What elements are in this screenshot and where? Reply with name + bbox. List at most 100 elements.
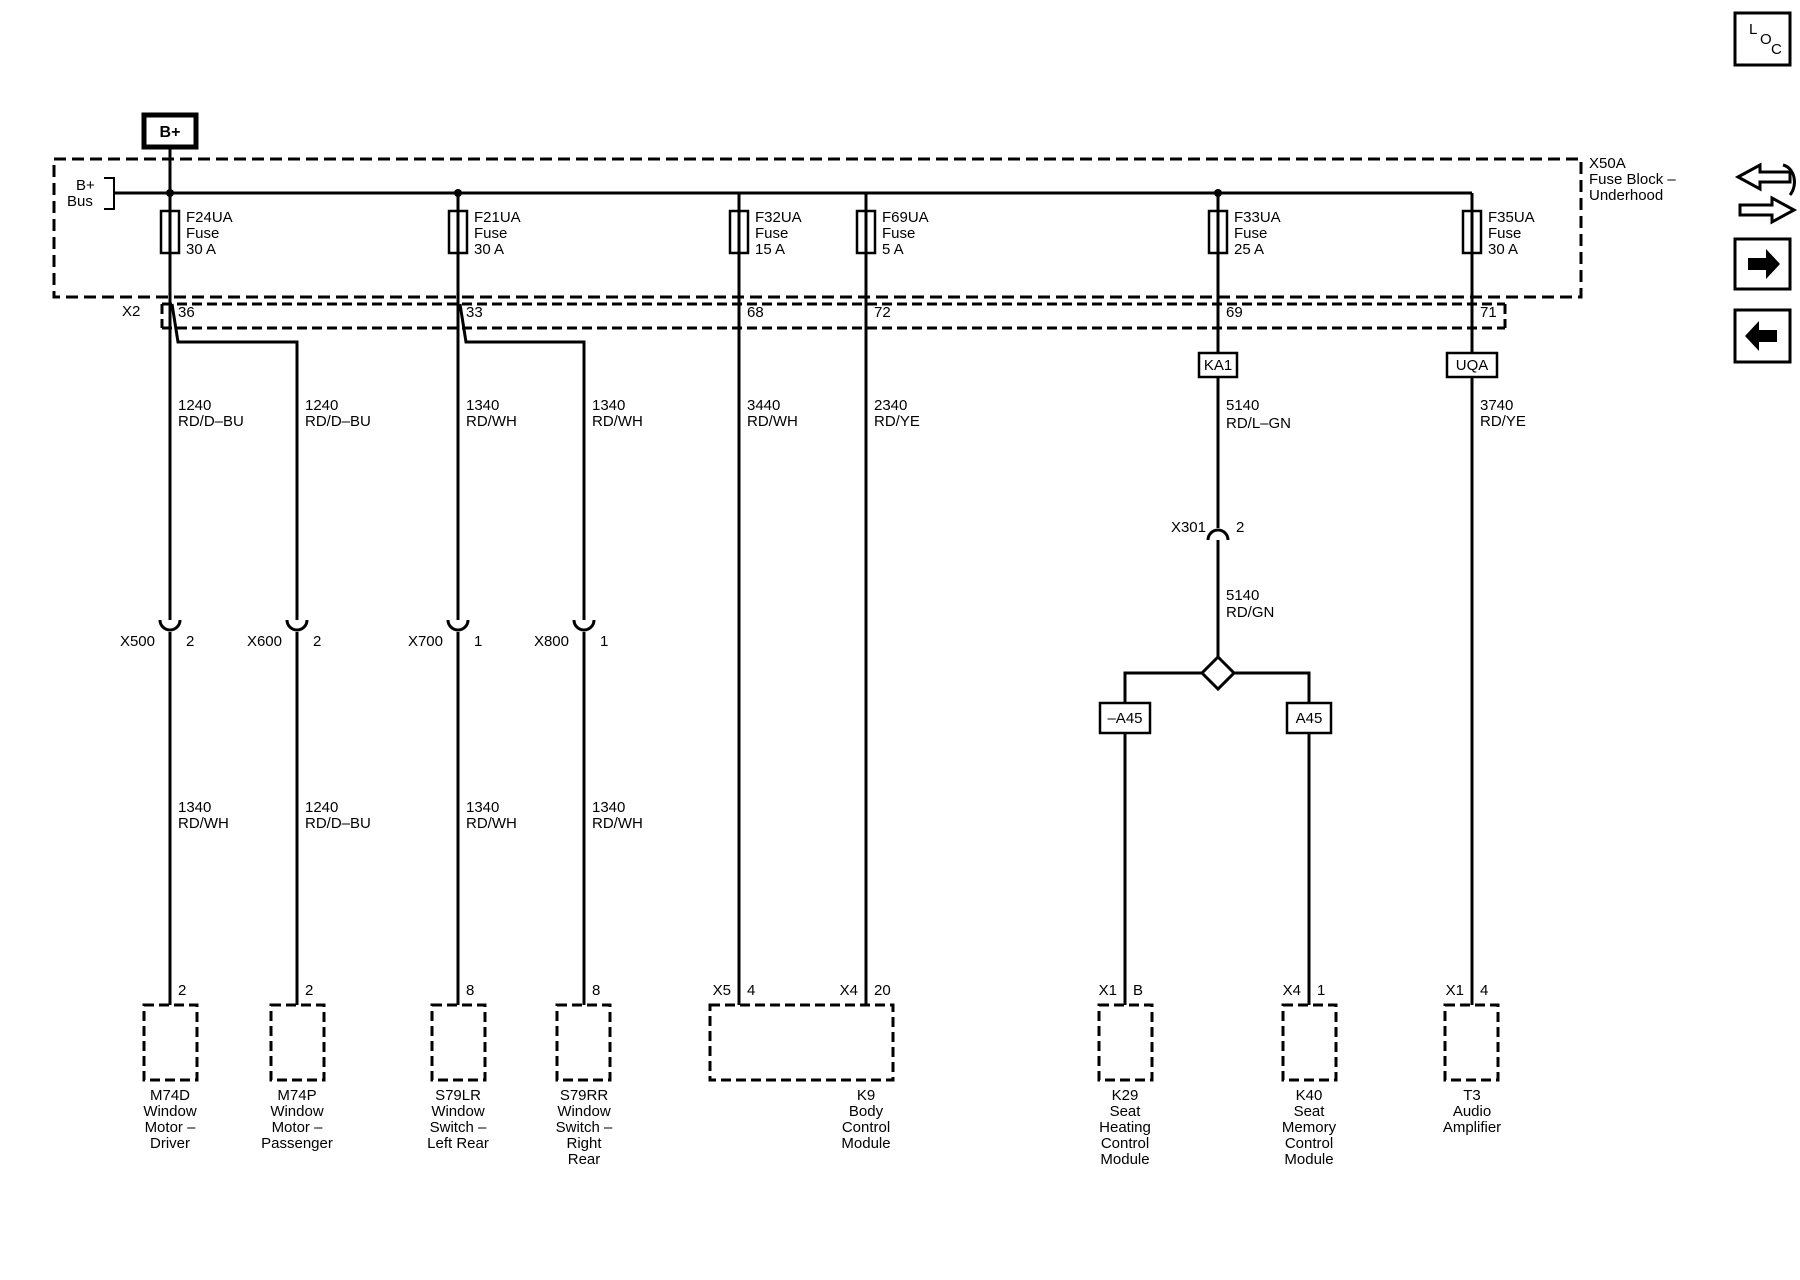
component-label-line: Window [270,1103,324,1120]
option-ka1: KA1 [1197,351,1239,379]
option-uqa: UQA [1445,351,1499,379]
wire-label-color: RD/WH [466,413,517,430]
x2-pin: 33 [466,304,483,321]
component-label-line: M74D [150,1087,190,1104]
component-label-line: Amplifier [1443,1119,1501,1136]
fuse-type: Fuse [474,225,507,242]
component-label-line: Left Rear [427,1135,489,1152]
component-label-line: S79RR [560,1087,609,1104]
component-label-line: Module [1100,1151,1149,1168]
wire-label-color: RD/D–BU [305,815,371,832]
fuse-type: Fuse [1488,225,1521,242]
inline-connector-id: X700 [408,633,443,650]
wire-label-circuit: 1340 [592,799,625,816]
back-button[interactable] [1733,308,1792,364]
f21ua-branch [458,303,586,620]
inline-connector-pin: 1 [600,633,608,650]
splice-diamond [1199,654,1237,692]
fuse-block-name-2: Underhood [1589,187,1663,204]
wire-label-circuit: 5140 [1226,587,1259,604]
fuse-rating: 30 A [474,241,504,258]
component-label-line: Seat [1110,1103,1142,1120]
fuse-rating: 30 A [186,241,216,258]
component-label-line: Audio [1453,1103,1491,1120]
component-box-s79rr [555,1003,612,1082]
bus-label-1: B+ [76,177,95,194]
wire-label-circuit: 1240 [305,397,338,414]
wire-label-circuit: 1340 [592,397,625,414]
component-label-line: M74P [277,1087,316,1104]
component-pin: 4 [1480,982,1488,999]
x2-pin: 36 [178,304,195,321]
component-label-line: Passenger [261,1135,333,1152]
option-a45: A45 [1285,701,1333,735]
component-label-line: Seat [1294,1103,1326,1120]
wire-label-color: RD/WH [592,413,643,430]
component-label-line: Switch – [430,1119,487,1136]
loc-letter-l: L [1749,21,1757,38]
inline-connector-id: X301 [1171,519,1206,536]
component-pin: 2 [178,982,186,999]
battery-source-label: B+ [160,124,181,141]
option-a45-label: A45 [1296,710,1323,727]
fuse-type: Fuse [186,225,219,242]
wire-label-circuit: 1240 [178,397,211,414]
wire-label-color: RD/D–BU [305,413,371,430]
x2-connector-label: X2 [122,303,140,320]
wire-label-color: RD/D–BU [178,413,244,430]
forward-button[interactable] [1733,237,1792,291]
inline-connector-x500 [158,619,182,632]
component-label-line: Driver [150,1135,190,1152]
loc-letter-c: C [1771,41,1782,58]
fuse-id: F24UA [186,209,233,226]
option-uqa-label: UQA [1456,357,1489,374]
component-connector: X4 [840,982,858,999]
f24ua-branch [170,303,299,620]
wire-label-circuit: 5140 [1226,397,1259,414]
inline-connector-id: X800 [534,633,569,650]
inline-connector-x800 [572,619,596,632]
component-box-k40 [1281,1003,1338,1082]
inline-connector-id: X500 [120,633,155,650]
loc-button[interactable]: L O C [1733,11,1792,67]
component-label-line: T3 [1463,1087,1481,1104]
fuse-block-name-1: Fuse Block – [1589,171,1676,188]
component-label-line: Control [1285,1135,1333,1152]
component-pin: 20 [874,982,891,999]
wire-label-circuit: 1340 [466,397,499,414]
component-label-line: Heating [1099,1119,1151,1136]
component-pin: 8 [592,982,600,999]
bus-label-2: Bus [67,193,93,210]
inline-connector-x600 [285,619,309,632]
inline-connector-pin: 2 [1236,519,1244,536]
connector-swap-icon[interactable] [1734,162,1798,225]
component-label-line: Module [1284,1151,1333,1168]
component-connector: X4 [1283,982,1301,999]
component-label-line: Body [849,1103,884,1120]
component-pin: 1 [1317,982,1325,999]
component-label-line: S79LR [435,1087,481,1104]
fuse-type: Fuse [1234,225,1267,242]
component-connector: X1 [1099,982,1117,999]
x2-pin: 69 [1226,304,1243,321]
component-pins: 2 2 8 8 X5 4 X4 20 X1 B X4 1 X1 4 [178,982,1488,999]
inline-connector-id: X600 [247,633,282,650]
x2-pin: 72 [874,304,891,321]
component-boxes [142,1003,1500,1082]
wire-label-color: RD/WH [178,815,229,832]
component-label-line: Motor – [145,1119,197,1136]
upper-wire-labels: 1240 RD/D–BU 1240 RD/D–BU 1340 RD/WH 134… [178,397,1526,432]
component-pin: 4 [747,982,755,999]
component-box-k29 [1097,1003,1154,1082]
wire-label-color: RD/WH [466,815,517,832]
wire-label-circuit: 3740 [1480,397,1513,414]
fuse-type: Fuse [882,225,915,242]
component-box-k9 [708,1003,895,1082]
fuse-rating: 15 A [755,241,785,258]
fuse-block-outline [52,157,1583,299]
